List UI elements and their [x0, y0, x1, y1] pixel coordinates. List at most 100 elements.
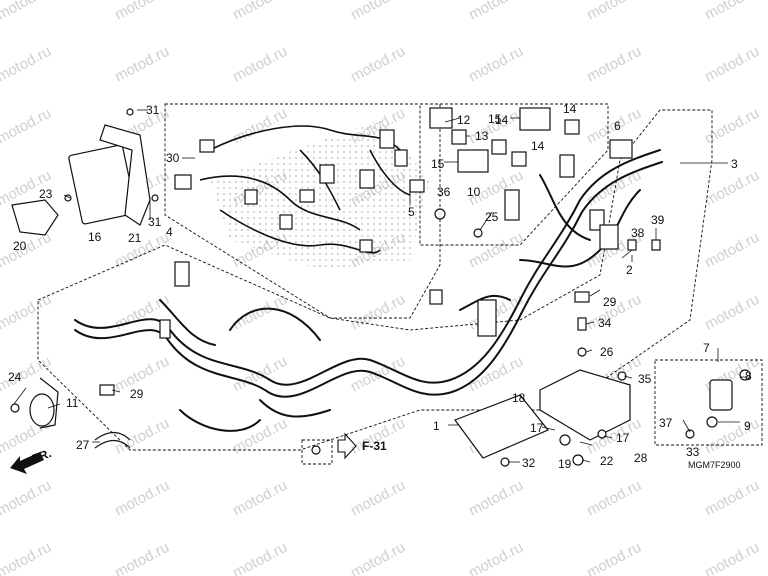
part-1-regulator: [454, 394, 549, 459]
watermark-text: motod.ru: [348, 539, 408, 576]
part-label-34: 34: [598, 316, 612, 330]
part-7-sensor: [709, 379, 733, 411]
watermark-text: motod.ru: [112, 477, 172, 520]
watermark-text: motod.ru: [466, 539, 526, 576]
part-12-relay: [429, 107, 453, 129]
part-18-plate: [539, 369, 631, 441]
main-harness: [74, 149, 663, 432]
part-9-grommet: [706, 416, 718, 428]
part-labels: 1234567891011121314141415151617171819202…: [8, 102, 752, 471]
watermark-text: motod.ru: [0, 0, 54, 24]
watermark-text: motod.ru: [466, 0, 526, 24]
part-label-39: 39: [651, 213, 665, 227]
part-label-14-3: 14: [531, 139, 545, 153]
watermark-text: motod.ru: [112, 0, 172, 24]
part-label-35: 35: [638, 372, 652, 386]
leader-lines: [13, 109, 748, 463]
watermark-text: motod.ru: [584, 0, 644, 24]
part-label-12: 12: [457, 113, 471, 127]
watermark-text: motod.ru: [702, 229, 762, 272]
part-label-1: 1: [433, 419, 440, 433]
watermark-text: motod.ru: [0, 291, 54, 334]
part-label-36: 36: [437, 185, 451, 199]
part-label-7: 7: [703, 341, 710, 355]
part-label-23: 23: [39, 187, 53, 201]
part-14-relay-low: [511, 151, 527, 167]
watermark-text: motod.ru: [230, 539, 290, 576]
diagram-code: MGM7F2900: [688, 460, 741, 470]
watermark-text: motod.ru: [584, 43, 644, 86]
part-label-30: 30: [166, 151, 180, 165]
watermark-text: motod.ru: [702, 539, 762, 576]
part-label-10: 10: [467, 185, 481, 199]
part-label-15: 15: [488, 112, 502, 126]
part-label-18: 18: [512, 391, 526, 405]
front-direction: FR.: [10, 446, 53, 474]
part-13-relay: [451, 129, 467, 145]
watermark-text: motod.ru: [0, 105, 54, 148]
watermark-text: motod.ru: [348, 43, 408, 86]
watermark-text: motod.ru: [702, 167, 762, 210]
part-8-grommet: [739, 369, 751, 381]
watermark-text: motod.ru: [112, 229, 172, 272]
part-label-28: 28: [634, 451, 648, 465]
part-label-11: 11: [66, 396, 79, 410]
front-label: FR.: [30, 446, 53, 466]
frame-relay-group: [419, 103, 609, 246]
watermark-text: motod.ru: [0, 43, 54, 86]
watermark-text: motod.ru: [584, 539, 644, 576]
watermark-text: motod.ru: [112, 539, 172, 576]
watermark-text: motod.ru: [702, 105, 762, 148]
watermark-text: motod.ru: [584, 477, 644, 520]
part-15-relay-top: [519, 107, 551, 131]
watermark-text: motod.ru: [348, 477, 408, 520]
part-label-14-2: 14: [563, 102, 577, 116]
page-ref-text: F-31: [362, 439, 387, 453]
watermark-text: motod.ru: [230, 105, 290, 148]
shaded-connector-area: [210, 120, 430, 270]
part-label-26: 26: [600, 345, 614, 359]
watermark-text: motod.ru: [348, 291, 408, 334]
part-6-connector: [609, 139, 633, 159]
part-label-6: 6: [614, 119, 621, 133]
part-label-5: 5: [408, 205, 415, 219]
part-label-31-2: 31: [148, 215, 162, 229]
part-label-37: 37: [659, 416, 673, 430]
part-label-3: 3: [731, 157, 738, 171]
watermark-text: motod.ru: [584, 167, 644, 210]
part-label-38: 38: [631, 226, 645, 240]
part-label-2: 2: [626, 263, 633, 277]
watermark-text: motod.ru: [348, 0, 408, 24]
part-label-32: 32: [522, 456, 536, 470]
watermark-text: motod.ru: [0, 229, 54, 272]
watermark-text: motod.ru: [466, 43, 526, 86]
part-14-relay-top: [564, 119, 580, 135]
part-label-13: 13: [475, 129, 489, 143]
watermark-text: motod.ru: [466, 353, 526, 396]
part-label-8: 8: [745, 369, 752, 383]
part-20-holder: [11, 199, 59, 236]
part-label-29-2: 29: [603, 295, 617, 309]
components: [10, 107, 751, 467]
part-label-17-2: 17: [616, 431, 630, 445]
part-label-25: 25: [485, 210, 499, 224]
frame-sensor-group: [654, 359, 763, 446]
part-label-9: 9: [744, 419, 751, 433]
watermark-text: motod.ru: [0, 477, 54, 520]
part-label-15-2: 15: [431, 157, 445, 171]
watermark-text: motod.ru: [466, 477, 526, 520]
part-label-14: 14: [495, 113, 509, 127]
watermark-text: motod.ru: [230, 291, 290, 334]
part-label-4: 4: [166, 225, 173, 239]
part-label-31: 31: [146, 103, 160, 117]
watermark-text: motod.ru: [112, 43, 172, 86]
part-label-33: 33: [686, 445, 700, 459]
part-label-24: 24: [8, 370, 22, 384]
callout-frames: [37, 103, 763, 451]
part-label-21: 21: [128, 231, 142, 245]
part-15-relay-mid: [457, 149, 489, 173]
watermark-text: motod.ru: [230, 43, 290, 86]
